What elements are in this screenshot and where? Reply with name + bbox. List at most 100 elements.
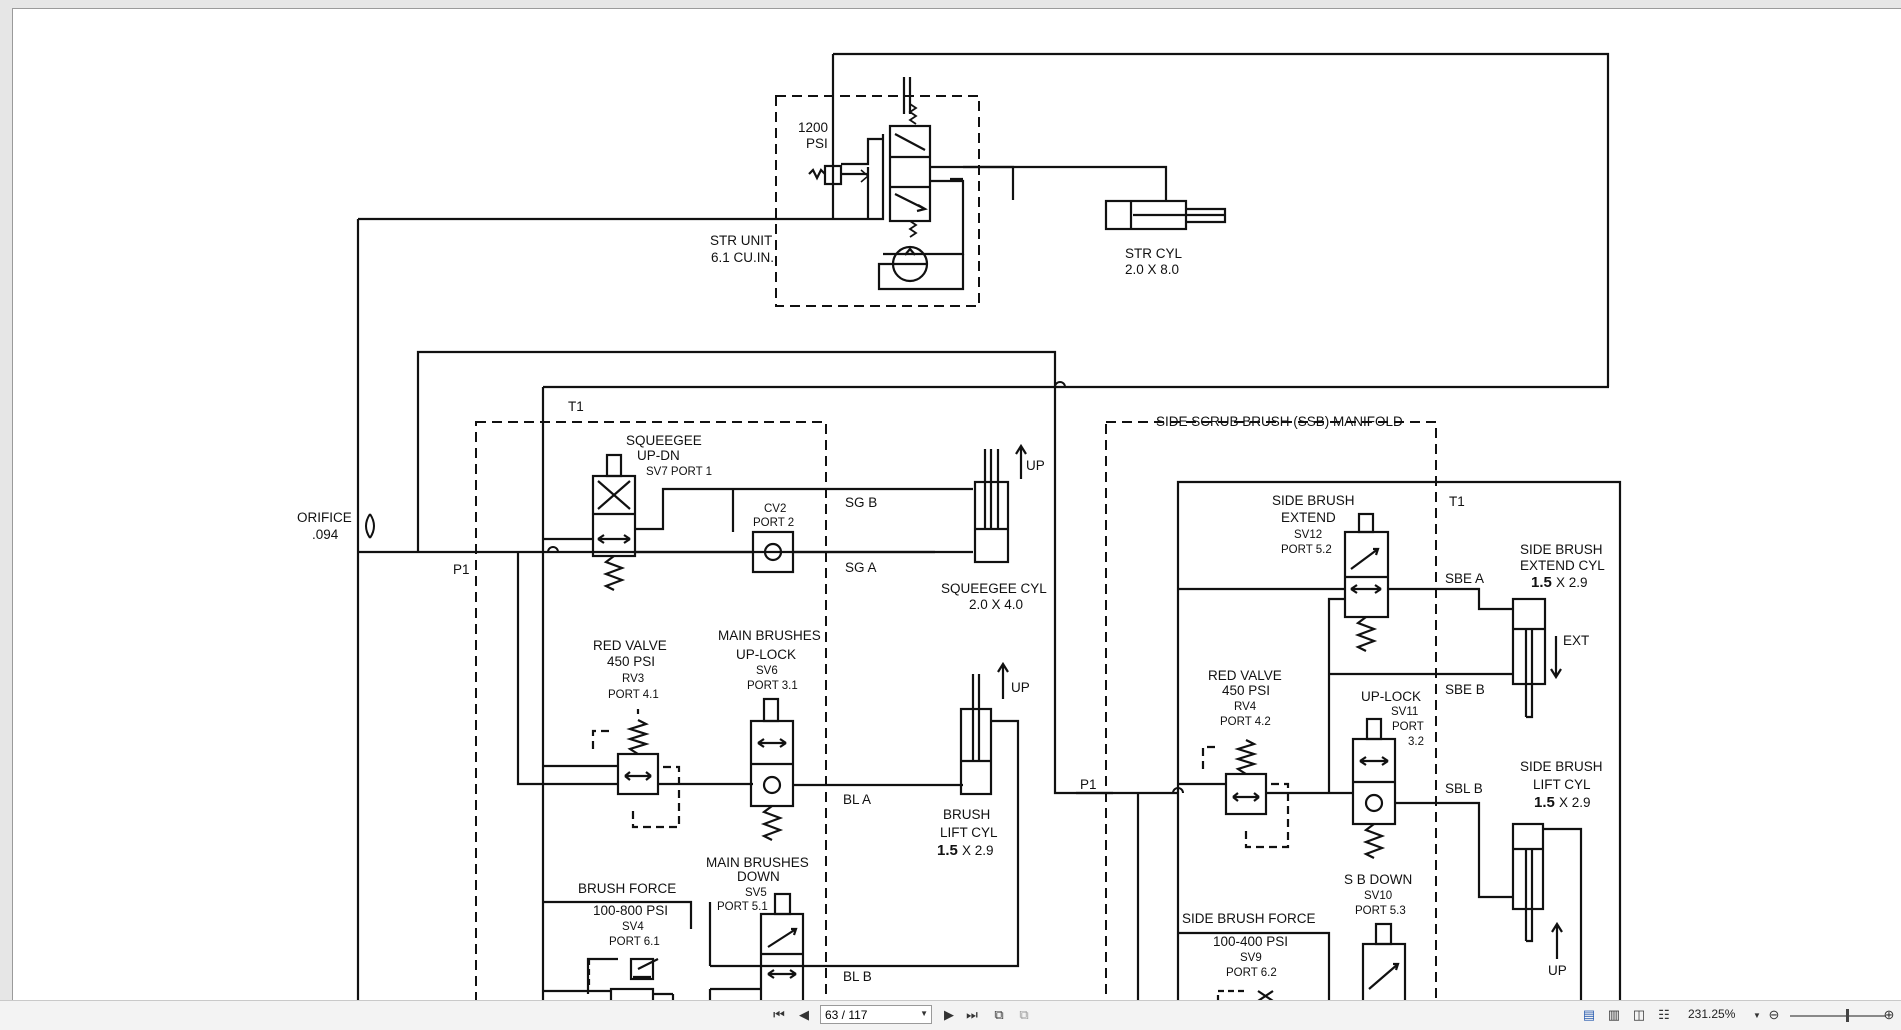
rv4-label: RED VALVE xyxy=(1208,668,1282,683)
rv4-port: PORT 4.2 xyxy=(1220,716,1271,728)
fit-icon[interactable]: ⧉ xyxy=(1019,1007,1029,1022)
sv9-port: PORT 6.2 xyxy=(1226,967,1277,979)
brush-lift-label: BRUSH xyxy=(943,807,990,822)
sv11-id: SV11 xyxy=(1391,706,1418,718)
sv4-port: PORT 6.1 xyxy=(609,936,660,948)
zoom-in-icon[interactable]: ⊕ xyxy=(1883,1007,1895,1022)
bl-b-label: BL B xyxy=(843,969,872,984)
sbe-b-label: SBE B xyxy=(1445,682,1485,697)
rv4-id: RV4 xyxy=(1234,701,1257,713)
sv4-psi: 100-800 PSI xyxy=(593,903,668,918)
first-page-icon[interactable]: ⏮ xyxy=(773,1007,785,1022)
rotate-icon[interactable]: ⧉ xyxy=(994,1007,1004,1022)
chevron-down-icon[interactable]: ▼ xyxy=(920,1009,928,1018)
brush-lift-label-2: LIFT CYL xyxy=(940,825,998,840)
continuous-icon[interactable]: ▥ xyxy=(1607,1007,1621,1022)
cv2-label: CV2 xyxy=(764,503,786,515)
str-cyl-size: 2.0 X 8.0 xyxy=(1125,262,1179,277)
squeegee-up-label: UP xyxy=(1026,458,1045,473)
orifice-symbol xyxy=(365,513,375,539)
ext-label: EXT xyxy=(1563,633,1589,648)
rv4-valve xyxy=(1224,772,1268,816)
str-cyl-line xyxy=(963,165,1168,200)
sbl-b-label: SBL B xyxy=(1445,781,1483,796)
sv11-port: PORT xyxy=(1392,721,1424,733)
sv12-valve xyxy=(1343,530,1390,619)
last-page-icon[interactable]: ⏭ xyxy=(966,1007,978,1022)
rv3-valve xyxy=(616,752,660,796)
pipe-top-loop xyxy=(416,350,1113,795)
cv2-port: PORT 2 xyxy=(753,517,794,529)
sv6-label: MAIN BRUSHES xyxy=(718,628,821,643)
side-lift-bore: 1.5 xyxy=(1534,794,1555,811)
sv7-port: SV7 PORT 1 xyxy=(646,466,712,478)
rv3-id: RV3 xyxy=(622,673,644,685)
sv7-label: SQUEEGEE xyxy=(626,433,702,448)
zoom-out-icon[interactable]: ⊖ xyxy=(1768,1007,1780,1022)
side-lift-cylinder xyxy=(1511,822,1545,911)
str-psi-value: 1200 xyxy=(798,120,828,135)
rv3-psi: 450 PSI xyxy=(607,654,655,669)
facing-icon[interactable]: ☷ xyxy=(1658,1007,1670,1022)
str-unit-label: STR UNIT xyxy=(710,233,772,248)
squeegee-cyl-label: SQUEEGEE CYL xyxy=(941,581,1047,596)
extend-cyl-label-2: EXTEND CYL xyxy=(1520,558,1605,573)
zoom-slider[interactable] xyxy=(1790,1015,1886,1017)
p1-label-left: P1 xyxy=(453,562,470,577)
pipe-ssb-p1 xyxy=(1076,791,1178,1000)
zoom-slider-thumb[interactable] xyxy=(1846,1009,1849,1022)
sv11-port-num: 3.2 xyxy=(1408,736,1424,748)
orifice-size: .094 xyxy=(312,527,339,542)
brush-lift-up-label: UP xyxy=(1011,680,1030,695)
page-number-value: 63 / 117 xyxy=(825,1007,868,1022)
extend-cylinder xyxy=(1511,597,1547,686)
extend-cyl-stroke: X 2.9 xyxy=(1556,575,1588,590)
p1-label-ssb: P1 xyxy=(1080,777,1097,792)
squeegee-cyl-size: 2.0 X 4.0 xyxy=(969,597,1023,612)
sv10-port: PORT 5.3 xyxy=(1355,905,1406,917)
brush-lift-cylinder xyxy=(959,707,993,796)
sv12-id: SV12 xyxy=(1294,529,1322,541)
t1-label-left: T1 xyxy=(568,399,584,414)
left-manifold-box xyxy=(475,421,827,1000)
zoom-level: 231.25% xyxy=(1688,1007,1736,1021)
next-page-icon[interactable]: ▶ xyxy=(944,1007,954,1022)
sv4-valve xyxy=(609,987,655,1000)
single-page-icon[interactable]: ▤ xyxy=(1582,1007,1596,1022)
sg-b-label: SG B xyxy=(845,495,877,510)
sv5-label-2: DOWN xyxy=(737,869,780,884)
rv3-port: PORT 4.1 xyxy=(608,689,659,701)
sv12-label: SIDE BRUSH xyxy=(1272,493,1355,508)
sv12-label-2: EXTEND xyxy=(1281,510,1336,525)
prev-page-icon[interactable]: ◀ xyxy=(799,1007,809,1022)
str-unit-box xyxy=(775,95,980,307)
pipe-ssb-inner xyxy=(1176,480,1622,1000)
side-lift-cyl-label-2: LIFT CYL xyxy=(1533,777,1591,792)
document-viewport[interactable]: 1200 PSI STR UNIT 6.1 CU.IN. STR CYL 2.0… xyxy=(0,0,1901,1000)
sv12-port: PORT 5.2 xyxy=(1281,544,1332,556)
page-number-field[interactable]: 63 / 117 ▼ xyxy=(820,1005,932,1024)
sv10-label: S B DOWN xyxy=(1344,872,1412,887)
side-lift-up-label: UP xyxy=(1548,963,1567,978)
pipe-main-supply xyxy=(358,134,885,221)
brush-lift-bore: 1.5 xyxy=(937,842,958,859)
str-cyl-label: STR CYL xyxy=(1125,246,1183,261)
diagram-labels: 1200 PSI STR UNIT 6.1 CU.IN. STR CYL 2.0… xyxy=(297,120,1605,984)
side-lift-stroke: X 2.9 xyxy=(1559,795,1591,810)
str-psi-unit: PSI xyxy=(806,136,828,151)
sv4-label: BRUSH FORCE xyxy=(578,881,676,896)
zoom-dropdown-icon[interactable]: ▼ xyxy=(1753,1010,1761,1020)
two-page-icon[interactable]: ◫ xyxy=(1632,1007,1646,1022)
sv5-port: PORT 5.1 xyxy=(717,901,768,913)
str-valve-body xyxy=(888,124,932,223)
sg-a-label: SG A xyxy=(845,560,877,575)
sv5-id: SV5 xyxy=(745,887,767,899)
sv9-id: SV9 xyxy=(1240,952,1262,964)
sv4-id: SV4 xyxy=(622,921,644,933)
sv6-id: SV6 xyxy=(756,665,778,677)
extend-cyl-bore: 1.5 xyxy=(1531,574,1552,591)
sv5-valve xyxy=(759,912,805,1000)
sv11-label: UP-LOCK xyxy=(1361,689,1421,704)
t1-label-ssb: T1 xyxy=(1449,494,1465,509)
sv5-label: MAIN BRUSHES xyxy=(706,855,809,870)
